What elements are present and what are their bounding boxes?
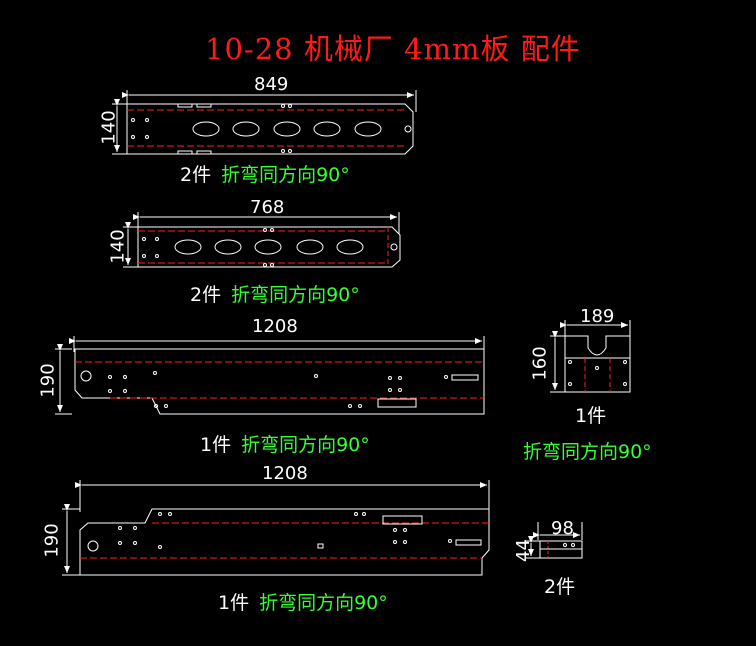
part-6-width-label: 98 <box>551 518 574 539</box>
part-5-note: 1件折弯同方向90° <box>218 592 388 614</box>
part-6-qty: 2件 <box>544 576 576 598</box>
part-4-drawing <box>550 320 631 393</box>
part-4-height-label: 160 <box>529 346 551 381</box>
part-6-drawing <box>526 522 583 559</box>
part-1-width-label: 849 <box>254 74 289 95</box>
part-4-bend: 折弯同方向90° <box>523 441 652 463</box>
part-4-width-label: 189 <box>580 306 615 327</box>
drawing-title: 10-28 机械厂 4mm板 配件 <box>205 32 581 66</box>
part-1-note: 2件折弯同方向90° <box>180 164 350 186</box>
part-4-qty: 1件 <box>575 405 607 427</box>
part-3-drawing <box>55 336 485 415</box>
part-5-height-label: 190 <box>41 523 63 558</box>
part-3-height-label: 190 <box>37 363 59 398</box>
part-3-width-label: 1208 <box>252 316 298 337</box>
part-5-drawing <box>62 480 490 576</box>
part-3-note: 1件折弯同方向90° <box>200 434 370 456</box>
part-2-drawing <box>123 212 401 268</box>
part-1-drawing <box>112 90 417 155</box>
part-2-height-label: 140 <box>107 229 129 264</box>
part-1-height-label: 140 <box>98 110 120 145</box>
part-2-width-label: 768 <box>250 197 285 218</box>
part-6-height-label: 44 <box>512 539 534 562</box>
part-5-width-label: 1208 <box>262 463 308 484</box>
part-2-note: 2件折弯同方向90° <box>190 284 360 306</box>
